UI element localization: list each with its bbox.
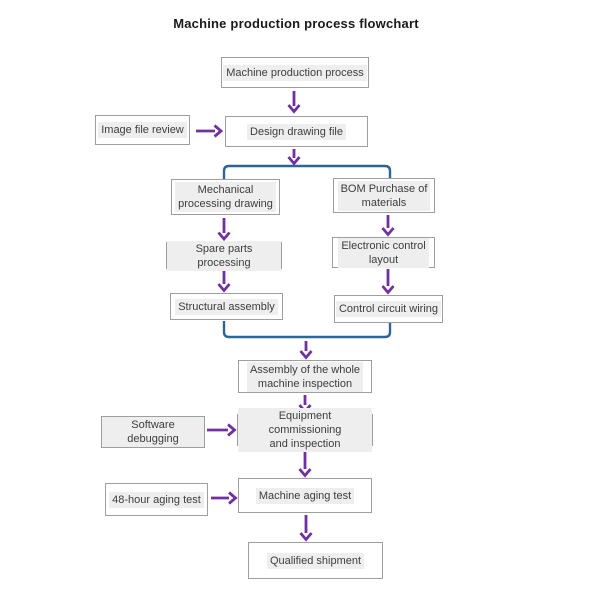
node-bom-purchase-of-materials: BOM Purchase of materials (333, 178, 435, 213)
page-title: Machine production process flowchart (173, 16, 419, 31)
node-equipment-commissioning-and-inspection: Equipment commissioning and inspection (237, 408, 373, 452)
node-image-file-review: Image file review (95, 115, 190, 145)
node-structural-assembly: Structural assembly (170, 293, 283, 320)
node-label: Software debugging (102, 417, 204, 447)
node-machine-aging-test: Machine aging test (238, 478, 372, 513)
node-48-hour-aging-test: 48-hour aging test (105, 483, 208, 516)
node-label: Equipment commissioning and inspection (238, 408, 372, 452)
node-label: Electronic control layout (338, 237, 429, 268)
node-label: Control circuit wiring (335, 301, 442, 317)
arrow-merge-to-assembly (299, 341, 313, 360)
node-label: BOM Purchase of materials (337, 180, 431, 211)
arrow-bom-to-electronic (381, 215, 395, 237)
node-electronic-control-layout: Electronic control layout (332, 237, 435, 268)
node-label: Design drawing file (247, 123, 346, 140)
arrow-48hour-to-aging (211, 491, 238, 505)
node-label: Structural assembly (175, 298, 278, 315)
node-label: Assembly of the whole machine inspection (246, 361, 364, 392)
arrow-spare-to-structural (217, 270, 231, 293)
arrow-aging-to-qualified (299, 515, 313, 542)
node-label: Image file review (98, 122, 187, 138)
node-assembly-of-the-whole-machine-inspection: Assembly of the whole machine inspection (238, 360, 372, 393)
arrow-design-to-split (287, 149, 301, 166)
node-label: Machine aging test (255, 487, 355, 504)
node-design-drawing-file: Design drawing file (225, 116, 368, 147)
node-machine-production-process: Machine production process (221, 57, 369, 88)
arrow-image-review-to-design (196, 124, 224, 138)
node-qualified-shipment: Qualified shipment (248, 542, 383, 579)
node-mechanical-processing-drawing: Mechanical processing drawing (171, 179, 280, 215)
node-label: 48-hour aging test (109, 491, 204, 508)
arrow-production-to-design (287, 91, 301, 114)
node-label: Machine production process (223, 64, 367, 81)
node-label: Mechanical processing drawing (175, 182, 276, 212)
node-label: Qualified shipment (266, 552, 365, 569)
node-spare-parts-processing: Spare parts processing (166, 240, 282, 271)
arrow-equipment-to-aging (298, 448, 312, 478)
arrow-software-to-equipment (207, 423, 237, 437)
node-label: Spare parts processing (167, 240, 281, 271)
node-software-debugging: Software debugging (101, 416, 205, 448)
node-control-circuit-wiring: Control circuit wiring (334, 295, 443, 323)
arrow-mechanical-to-spare (217, 218, 231, 242)
merge-bracket-connector (222, 321, 392, 339)
arrow-electronic-to-control (381, 269, 395, 295)
